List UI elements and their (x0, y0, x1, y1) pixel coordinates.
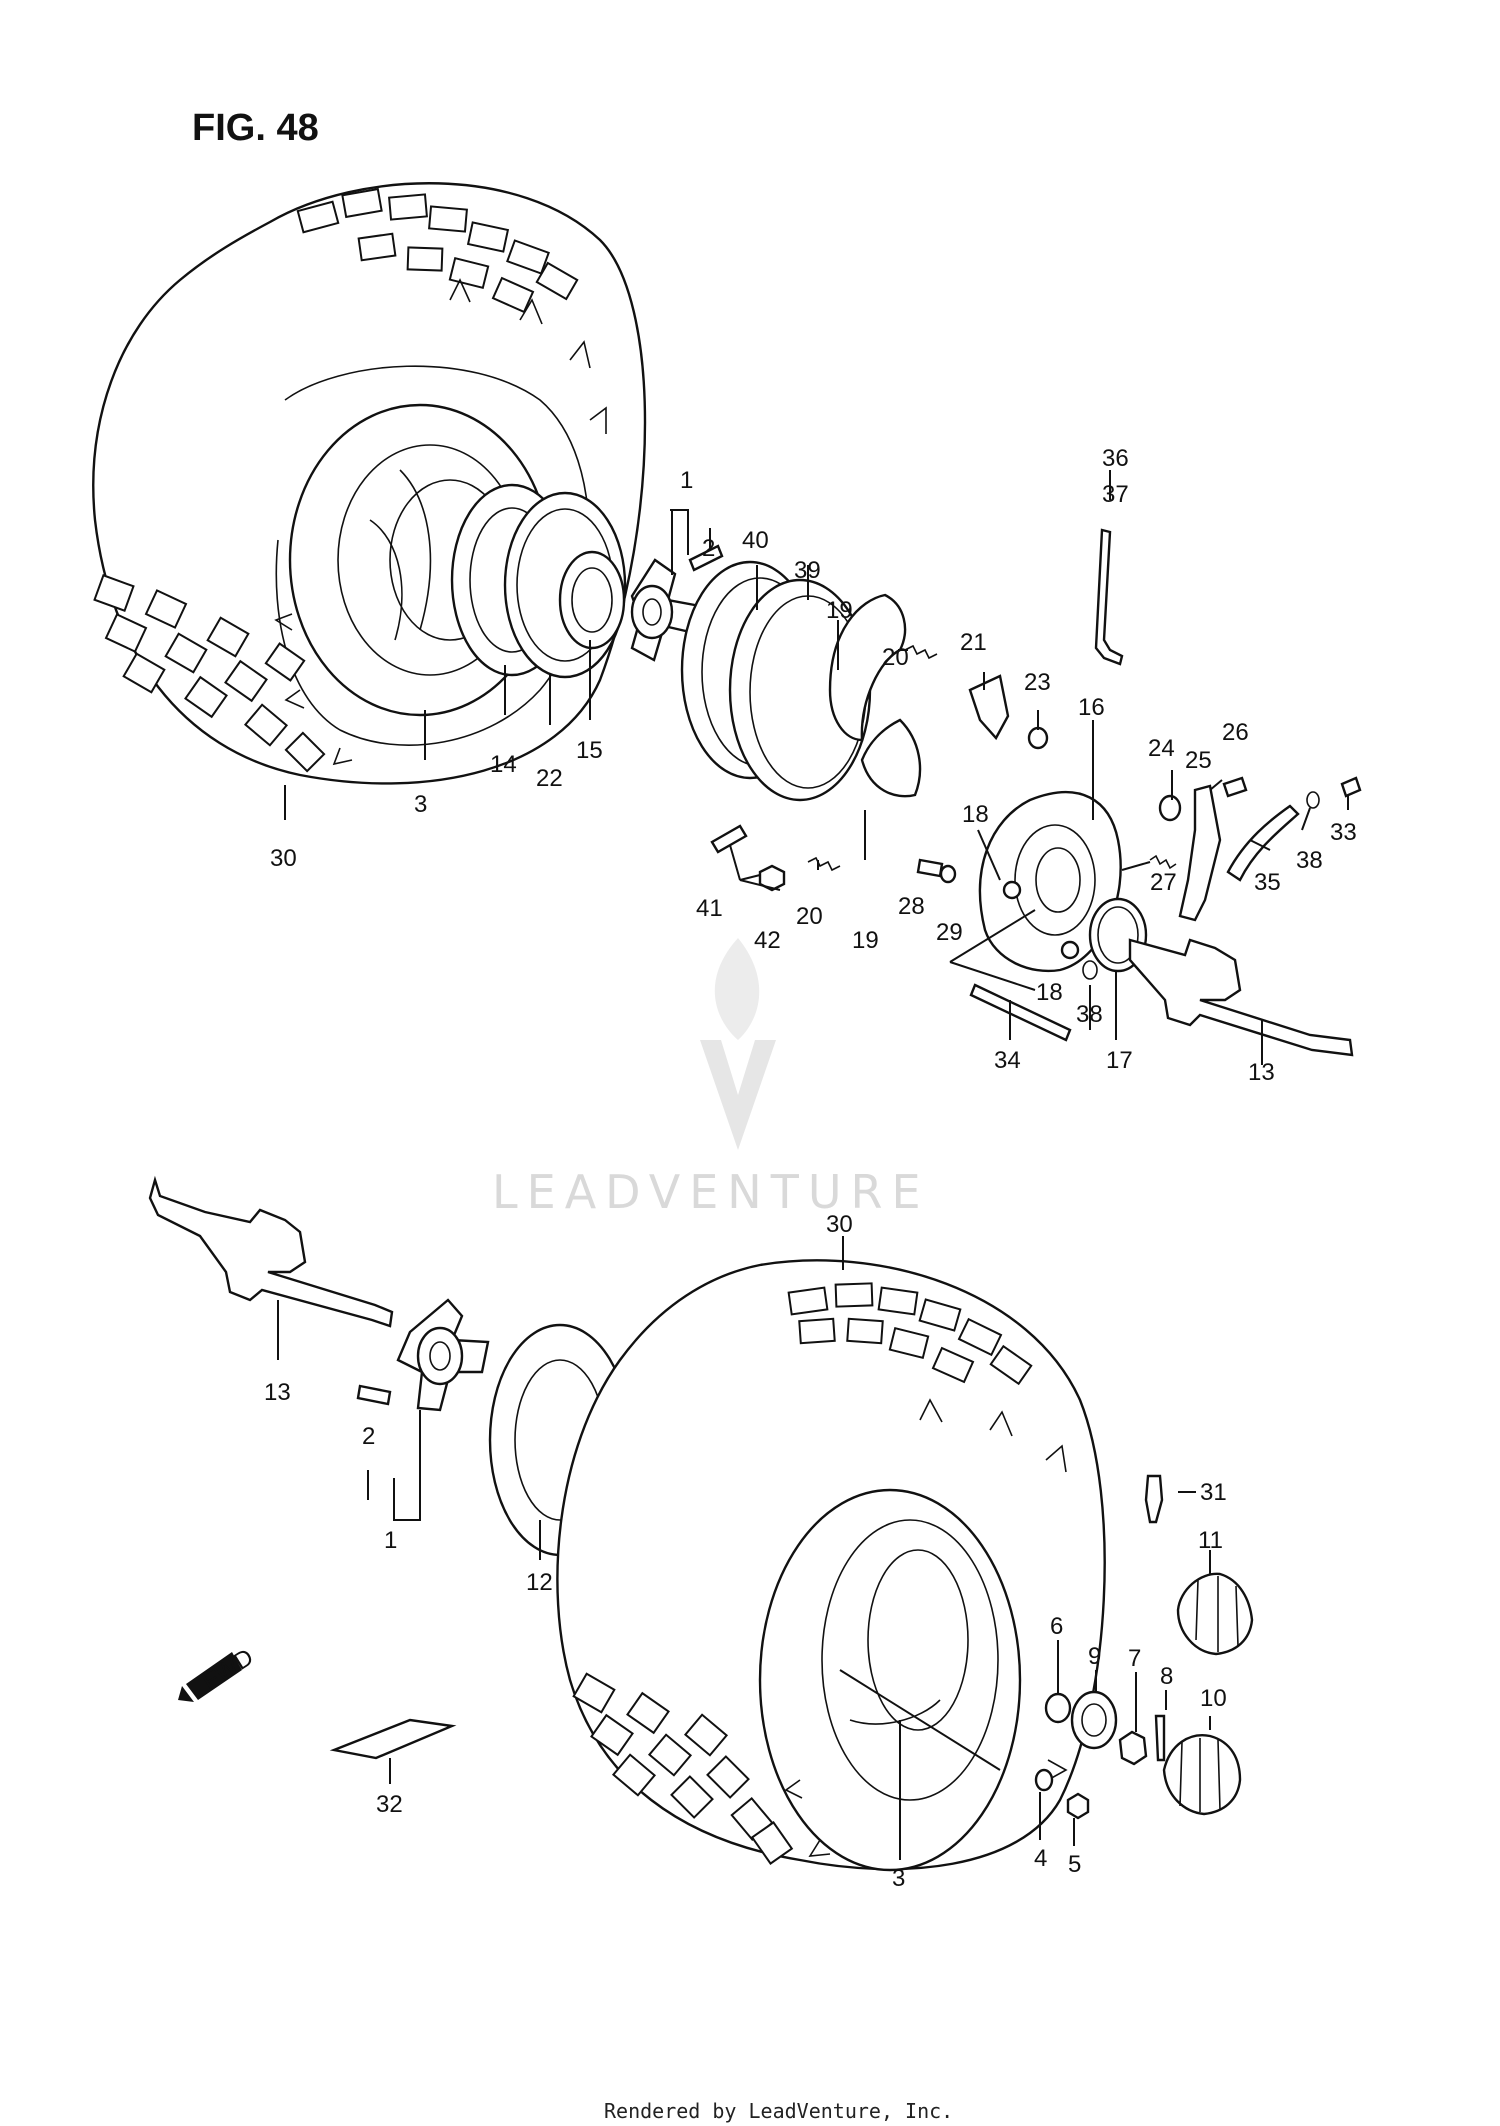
lower-tire (556, 1259, 1106, 1872)
callout-38-lower: 38 (1076, 1001, 1103, 1028)
cotter-pin (1154, 1714, 1166, 1762)
callout-15: 15 (576, 737, 603, 764)
callout-40: 40 (742, 527, 769, 554)
label-32 (329, 1718, 457, 1760)
leadventure-watermark: LEADVENTURE (492, 938, 930, 1219)
fwd-arrow: FWD (178, 1644, 258, 1702)
callout-3: 3 (414, 791, 427, 818)
lower-hub-flange (396, 1298, 490, 1412)
callout-30-lower: 30 (826, 1211, 853, 1238)
callout-14: 14 (490, 751, 517, 778)
callout-13-lower: 13 (264, 1379, 291, 1406)
callout-41: 41 (696, 895, 723, 922)
callout-6: 6 (1050, 1613, 1063, 1640)
callout-16: 16 (1078, 694, 1105, 721)
callout-24: 24 (1148, 735, 1175, 762)
callout-37: 37 (1102, 481, 1129, 508)
callout-17: 17 (1106, 1047, 1133, 1074)
callout-30: 30 (270, 845, 297, 872)
callout-34: 34 (994, 1047, 1021, 1074)
callout-29: 29 (936, 919, 963, 946)
callout-20-lower: 20 (796, 903, 823, 930)
callout-19-upper: 19 (826, 597, 853, 624)
callout-10: 10 (1200, 1685, 1227, 1712)
callout-1-upper: 1 (680, 467, 693, 494)
callout-7: 7 (1128, 1645, 1141, 1672)
callout-19-lower: 19 (852, 927, 879, 954)
callout-23: 23 (1024, 669, 1051, 696)
callout-27: 27 (1150, 869, 1177, 896)
callout-2-upper: 2 (702, 535, 715, 562)
callout-18-upper: 18 (962, 801, 989, 828)
fwd-label: FWD (198, 1644, 259, 1696)
callout-32: 32 (376, 1791, 403, 1818)
upper-callouts: 30 3 14 22 15 1 2 40 39 19 20 21 23 16 2… (270, 445, 1357, 1086)
upper-hub-parts (450, 483, 1362, 1057)
callout-21: 21 (960, 629, 987, 656)
callout-33: 33 (1330, 819, 1357, 846)
watermark-text: LEADVENTURE (492, 1165, 930, 1219)
callout-18-lower: 18 (1036, 979, 1063, 1006)
callout-5: 5 (1068, 1851, 1081, 1878)
washer-4 (1034, 1768, 1054, 1792)
callout-9: 9 (1088, 1643, 1101, 1670)
callout-26: 26 (1222, 719, 1249, 746)
callout-4: 4 (1034, 1845, 1047, 1872)
callout-36: 36 (1102, 445, 1129, 472)
castle-nut (1118, 1730, 1148, 1766)
nut-cover (1162, 1734, 1242, 1816)
callout-39: 39 (794, 557, 821, 584)
callout-1-lower: 1 (384, 1527, 397, 1554)
callout-8: 8 (1160, 1663, 1173, 1690)
callout-12: 12 (526, 1569, 553, 1596)
upper-tire (92, 182, 647, 785)
callout-38-upper: 38 (1296, 847, 1323, 874)
callout-25: 25 (1185, 747, 1212, 774)
nut-5 (1066, 1792, 1090, 1820)
callout-42: 42 (754, 927, 781, 954)
lower-bolt (356, 1384, 392, 1406)
lower-callouts: 13 2 1 12 30 31 11 6 9 7 8 10 4 5 3 32 (264, 1211, 1227, 1892)
callout-13-upper: 13 (1248, 1059, 1275, 1086)
callout-31: 31 (1200, 1479, 1227, 1506)
upper-wheel-assembly: 30 3 14 22 15 1 2 40 39 19 20 21 23 16 2… (92, 182, 1362, 1086)
callout-3-lower: 3 (892, 1865, 905, 1892)
callout-35: 35 (1254, 869, 1281, 896)
footer-text: Rendered by LeadVenture, Inc. (604, 2099, 953, 2123)
callout-2-lower: 2 (362, 1423, 375, 1450)
figure-title: FIG. 48 (192, 107, 319, 149)
lower-wheel-assembly: FWD 13 2 1 12 30 (148, 1175, 1254, 1892)
callout-28: 28 (898, 893, 925, 920)
hub-cap (1176, 1572, 1254, 1656)
callout-11: 11 (1198, 1527, 1223, 1554)
lower-axle (148, 1175, 394, 1328)
callout-20-upper: 20 (882, 644, 909, 671)
washer-9 (1070, 1690, 1118, 1750)
lower-leader-lines (277, 1236, 1211, 1860)
valve-stem (1144, 1474, 1164, 1524)
upper-leader-lines (284, 470, 1349, 1065)
washer-6 (1044, 1692, 1072, 1724)
callout-22: 22 (536, 765, 563, 792)
